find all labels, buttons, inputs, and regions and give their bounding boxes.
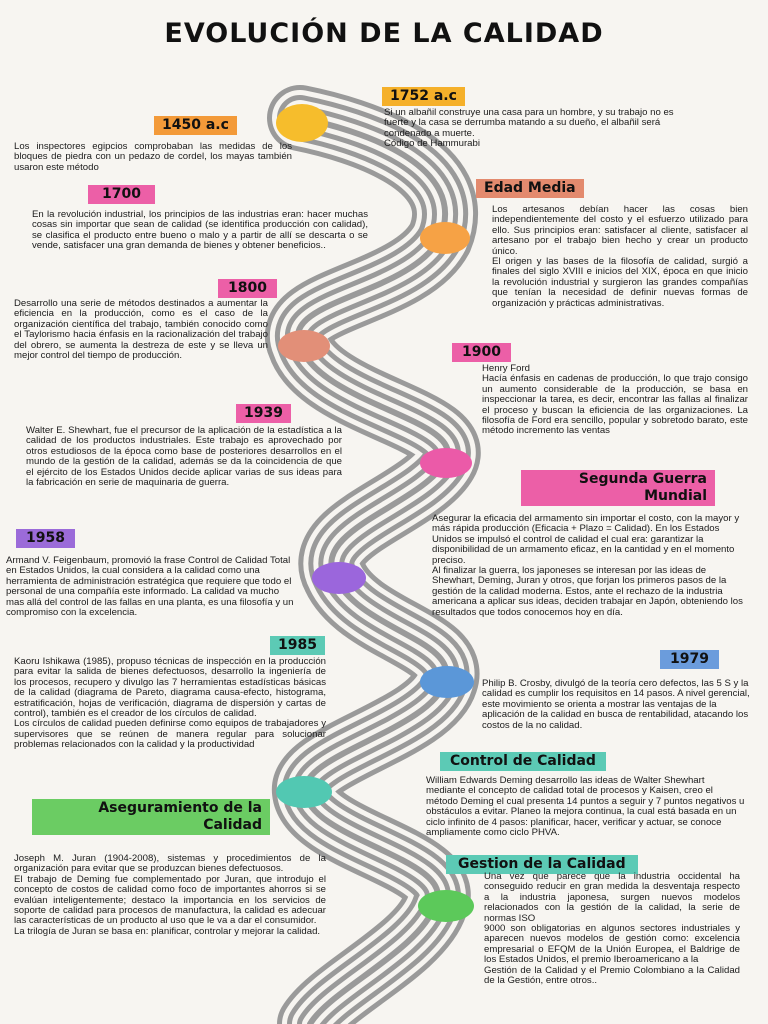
text-1900: Henry Ford Hacía énfasis en cadenas de p… (482, 363, 748, 437)
text-1958: Armand V. Feigenbaum, promovió la frase … (6, 555, 294, 619)
label-1450: 1450 a.c (154, 116, 237, 135)
milestone-dot-1900 (420, 448, 472, 478)
label-segunda-guerra: Segunda Guerra Mundial (521, 470, 715, 506)
text-1979: Philip B. Crosby, divulgó de la teoría c… (482, 678, 750, 731)
label-1700: 1700 (88, 185, 155, 204)
label-1752: 1752 a.c (382, 87, 465, 106)
milestone-dot-1752 (276, 104, 328, 142)
text-aseguramiento: Joseph M. Juran (1904-2008), sistemas y … (14, 853, 326, 937)
text-1800: Desarrollo una serie de métodos destinad… (14, 298, 268, 362)
page-title: EVOLUCIÓN DE LA CALIDAD (164, 18, 604, 49)
text-control-calidad: William Edwards Deming desarrollo las id… (426, 775, 745, 839)
text-1985: Kaoru Ishikawa (1985), propuso técnicas … (14, 656, 326, 751)
label-1900: 1900 (452, 343, 511, 362)
milestone-dot-1985 (276, 776, 332, 808)
milestone-dot-1958 (312, 562, 366, 594)
text-1700: En la revolución industrial, los princip… (32, 209, 368, 252)
text-1450: Los inspectores egipcios comprobaban las… (14, 141, 292, 173)
text-1939: Walter E. Shewhart, fue el precursor de … (26, 425, 342, 489)
label-1958: 1958 (16, 529, 75, 548)
label-1985: 1985 (270, 636, 325, 655)
milestone-dot-gestion (418, 890, 474, 922)
label-1979: 1979 (660, 650, 719, 669)
text-1752: Si un albañil construye una casa para un… (384, 107, 674, 150)
milestone-dot-edad-media (420, 222, 470, 254)
milestone-dot-1979 (420, 666, 474, 698)
text-gestion-calidad: Una vez que parece que la industria occi… (484, 871, 740, 987)
text-segunda-guerra: Asegurar la eficacia del armamento sin i… (432, 513, 743, 618)
milestone-dot-1800 (278, 330, 330, 362)
label-gestion-calidad: Gestion de la Calidad (446, 855, 638, 874)
label-edad-media: Edad Media (476, 179, 584, 198)
label-1800: 1800 (218, 279, 277, 298)
text-edad-media: Los artesanos debían hacer las cosas bie… (492, 204, 748, 309)
label-1939: 1939 (236, 404, 291, 423)
label-aseguramiento: Aseguramiento de la Calidad (32, 799, 270, 835)
label-control-calidad: Control de Calidad (440, 752, 606, 771)
